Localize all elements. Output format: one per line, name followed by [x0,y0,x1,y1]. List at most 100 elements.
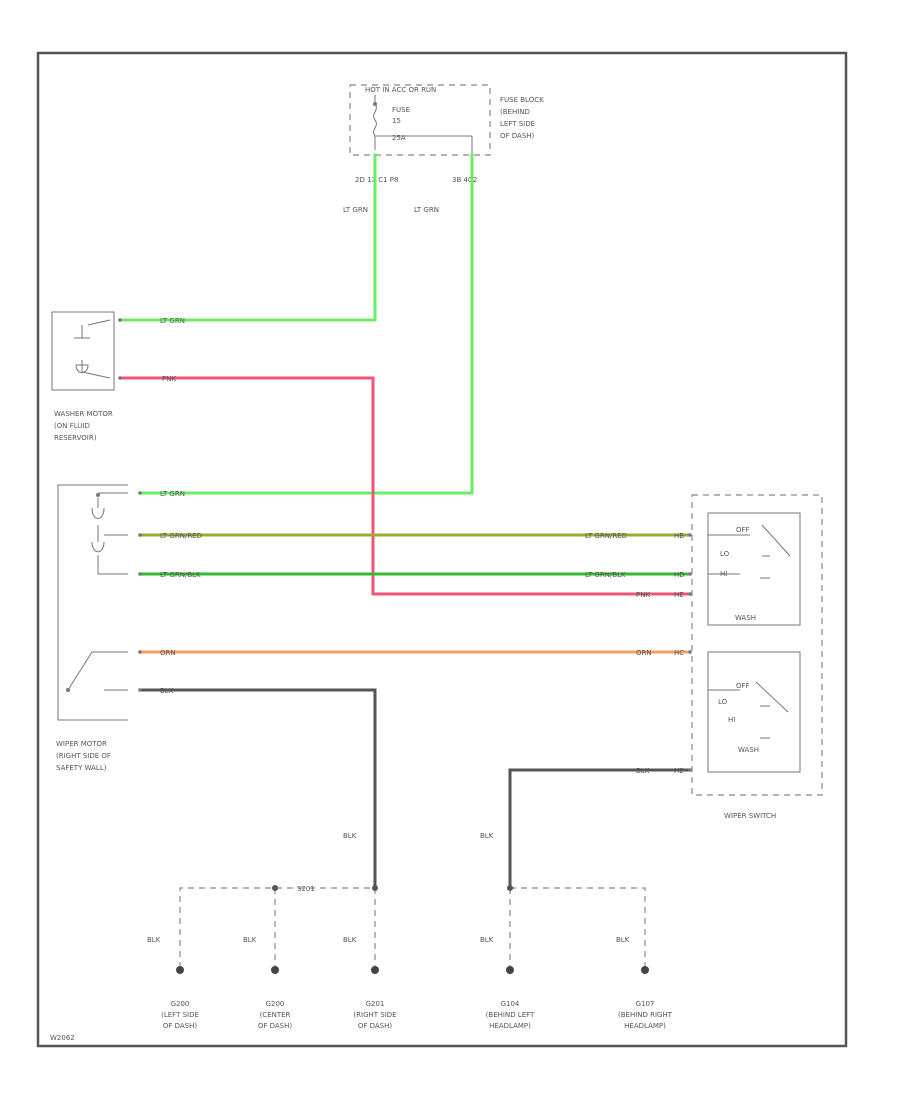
fuse-block: HOT IN ACC OR RUN FUSE 15 25A FUSE BLOCK… [349,84,544,184]
wiper-motor-node [96,493,100,497]
figure-code: W2062 [50,1034,75,1042]
connector-stubs [118,318,692,772]
pin-switch-5 [688,768,692,772]
wire-blk-motor [138,688,377,890]
label-lt-grn-blk-left: LT GRN/BLK [160,571,201,579]
wiper-motor-label-1: WIPER MOTOR [56,740,107,748]
fuse-amps: 25A [392,134,406,142]
splice-node-center [272,885,278,891]
fuse-block-location-2: (BEHIND [500,108,530,116]
ground-bus-right-line [510,887,646,968]
washer-motor-label-3: RESERVOIR) [54,434,97,442]
washer-motor-symbol [74,325,111,379]
ground-blk-4: BLK [480,936,494,944]
ground-symbol-g200-left [176,966,184,974]
pin-wiper-5 [138,688,142,692]
switch-contacts-top [708,524,791,579]
ground-blk-2: BLK [243,936,257,944]
wiper-park-switch [67,651,128,691]
ground-bus-right [507,885,646,968]
ground-loc-2b: OF DASH) [258,1022,293,1030]
fuse-block-location-3: LEFT SIDE [500,120,535,128]
switch-pin-2: HD [674,571,685,579]
label-lt-grn-blk-right: LT GRN/BLK [585,571,626,579]
fuse-block-location-4: OF DASH) [500,132,535,140]
washer-motor: WASHER MOTOR (ON FLUID RESERVOIR) [51,311,115,442]
ground-symbol-g107 [641,966,649,974]
wiper-switch-label: WIPER SWITCH [724,812,776,820]
wire-lt-grn-wiper [138,153,474,495]
switch-pos-bottom-off: OFF [736,682,750,690]
fuse-label: FUSE [392,106,410,114]
ground-loc-3a: (RIGHT SIDE [353,1011,396,1019]
switch-pin-3: HE [674,591,684,599]
switch-pos-bottom-lo: LO [718,698,728,706]
ground-symbol-g200-center [271,966,279,974]
switch-pin-1: HB [674,532,684,540]
label-blk-vert-left: BLK [343,832,357,840]
ground-loc-5b: HEADLAMP) [624,1022,666,1030]
wiper-switch-top-section [707,512,801,626]
wire-blk-switch [508,768,692,890]
ground-id-1: G200 [171,1000,190,1008]
ground-blk-1: BLK [147,936,161,944]
ground-symbol-g104 [506,966,514,974]
label-orn-left: ORN [160,649,176,657]
wiper-switch-bottom-section [707,651,801,773]
switch-pos-top-off: OFF [736,526,750,534]
ground-blk-3: BLK [343,936,357,944]
switch-pin-4: HC [674,649,684,657]
ground-id-2: G200 [266,1000,285,1008]
ground-id-3: G201 [366,1000,385,1008]
ground-loc-4a: (BEHIND LEFT [486,1011,535,1019]
washer-motor-box [51,311,115,391]
pin-switch-1 [688,533,692,537]
pin-wiper-2 [138,533,142,537]
wire-lt-grn-washer [118,153,377,322]
switch-wash-bottom: WASH [738,746,759,754]
fuse-block-header: HOT IN ACC OR RUN [365,86,436,94]
ground-loc-2a: (CENTER [260,1011,291,1019]
splice-label: S201 [297,885,315,893]
switch-pin-5: H2 [674,767,684,775]
wiper-motor-label-3: SAFETY WALL) [56,764,107,772]
label-lt-grn-right-vert: LT GRN [414,206,439,214]
pin-wiper-1 [138,491,142,495]
wiper-switch: OFF LO HI WASH OFF LO HI WASH HB HD HE H… [674,494,823,820]
diagram-frame [36,51,848,1048]
label-lt-grn-washer: LT GRN [160,317,185,325]
label-blk-motor: BLK [160,687,174,695]
splice-node-right [372,885,378,891]
pin-wiper-3 [138,572,142,576]
ground-symbol-g201 [371,966,379,974]
ground-loc-1a: (LEFT SIDE [161,1011,199,1019]
switch-wash-top: WASH [735,614,756,622]
wiper-park-node [66,688,70,692]
wiper-motor-symbol [91,492,128,575]
fuse-node [373,102,377,106]
washer-motor-label-1: WASHER MOTOR [54,410,113,418]
ground-id-5: G107 [636,1000,655,1008]
pin-washer-bottom [118,376,122,380]
pin-washer-top [118,318,122,322]
pin-switch-2 [688,572,692,576]
pin-wiper-4 [138,650,142,654]
ground-blk-5: BLK [616,936,630,944]
ground-loc-3b: OF DASH) [358,1022,393,1030]
switch-pos-bottom-hi: HI [728,716,735,724]
ground-loc-5a: (BEHIND RIGHT [618,1011,673,1019]
label-lt-grn-left-vert: LT GRN [343,206,368,214]
pin-switch-3 [688,592,692,596]
label-blk-vert-right: BLK [480,832,494,840]
ground-bus-left: S201 [179,885,378,968]
splice-node-g104 [507,885,513,891]
wiper-motor-label-2: (RIGHT SIDE OF [56,752,111,760]
fuse-block-outline [349,84,491,156]
label-pnk-washer: PNK [162,375,176,383]
label-lt-grn-red-right: LT GRN/RED [585,532,627,540]
ground-loc-4b: HEADLAMP) [489,1022,531,1030]
washer-motor-term-top [87,319,111,326]
label-orn-right: ORN [636,649,652,657]
ground-loc-1b: OF DASH) [163,1022,198,1030]
